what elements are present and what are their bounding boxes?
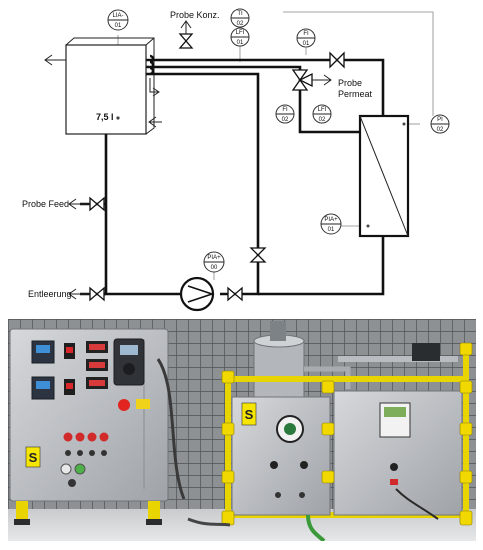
control-cabinet: S: [9, 328, 186, 502]
tank-volume-label: 7,5 l: [96, 112, 114, 122]
svg-text:00: 00: [211, 265, 218, 271]
svg-text:01: 01: [115, 23, 122, 29]
cable: [156, 358, 186, 500]
feed-vessel: [253, 340, 305, 398]
valve-icon: [227, 286, 243, 302]
warning-label: [136, 399, 150, 409]
three-way-valve-icon: [291, 69, 313, 91]
valve-icon: [89, 196, 105, 212]
emergency-stop-button: [118, 399, 130, 411]
instrument-lfi-02: LFI 02: [312, 104, 332, 124]
hose: [306, 514, 326, 541]
probe-permeat-label-line2: Permeat: [338, 89, 373, 99]
svg-text:PIA+: PIA+: [207, 255, 221, 261]
svg-text:FI: FI: [303, 31, 309, 37]
svg-text:LIA-: LIA-: [112, 13, 123, 19]
pushbutton-row: [63, 432, 109, 456]
instrument-panel-left: S: [231, 396, 331, 516]
svg-text:PIA+: PIA+: [324, 217, 338, 223]
instrument-pia-01: PIA+ 01: [320, 213, 342, 235]
svg-text:02: 02: [437, 127, 444, 133]
probe-feed-label: Probe Feed: [22, 199, 69, 209]
instrument-lfi-01: LFI 01: [230, 27, 250, 47]
instrument-pi-02: PI 02: [430, 114, 450, 134]
svg-text:01: 01: [237, 40, 244, 46]
valves: [89, 33, 345, 302]
instrument-panel-right: [333, 390, 463, 520]
company-logo: [241, 402, 257, 426]
equipment-photo: S S: [8, 319, 476, 541]
probe-permeat-label-line1: Probe: [338, 78, 362, 88]
svg-text:02: 02: [319, 117, 326, 123]
instrument-fi-02: FI 02: [275, 104, 295, 124]
valve-icon: [178, 33, 194, 49]
svg-text:FI: FI: [282, 107, 288, 113]
instrument-fi-01: FI 01: [296, 28, 316, 48]
cable: [395, 488, 439, 520]
feed-tank: 7,5 l: [65, 37, 155, 135]
valve-icon: [89, 286, 105, 302]
vessel-motor: [270, 321, 286, 341]
company-logo-text: S: [245, 407, 254, 422]
valve-icon: [249, 247, 267, 263]
pump-icon: [179, 276, 215, 312]
entleerung-label: Entleerung: [28, 289, 72, 299]
svg-text:PI: PI: [437, 117, 443, 123]
svg-text:01: 01: [303, 41, 310, 47]
instrument-pia-00: PIA+ 00: [203, 251, 225, 273]
hose: [187, 517, 231, 527]
sample-arrows: [68, 20, 332, 300]
pipe-fitting: [412, 343, 440, 361]
tank-outlet-arrows: [44, 54, 162, 128]
company-logo: [25, 446, 41, 468]
probe-konz-label: Probe Konz.: [170, 10, 220, 20]
svg-text:LFI: LFI: [318, 107, 327, 113]
instrument-ti-02: TI 02: [230, 8, 250, 28]
vessel-and-piping: [253, 321, 458, 398]
valve-icon: [329, 51, 345, 69]
svg-text:LFI: LFI: [236, 30, 245, 36]
selector-switch: [390, 463, 398, 471]
selector-switch: [300, 461, 308, 469]
membrane-module: [358, 114, 410, 238]
instrument-lia-01: LIA- 01: [107, 9, 129, 31]
svg-text:TI: TI: [237, 11, 243, 17]
company-logo-text: S: [29, 450, 38, 465]
selector-switch: [270, 461, 278, 469]
svg-text:02: 02: [282, 117, 289, 123]
svg-text:02: 02: [237, 21, 244, 27]
frame-clamps: [221, 342, 473, 526]
svg-text:01: 01: [328, 227, 335, 233]
cabinet-legs: [14, 501, 162, 525]
process-flow-diagram: 7,5 l: [22, 8, 450, 312]
